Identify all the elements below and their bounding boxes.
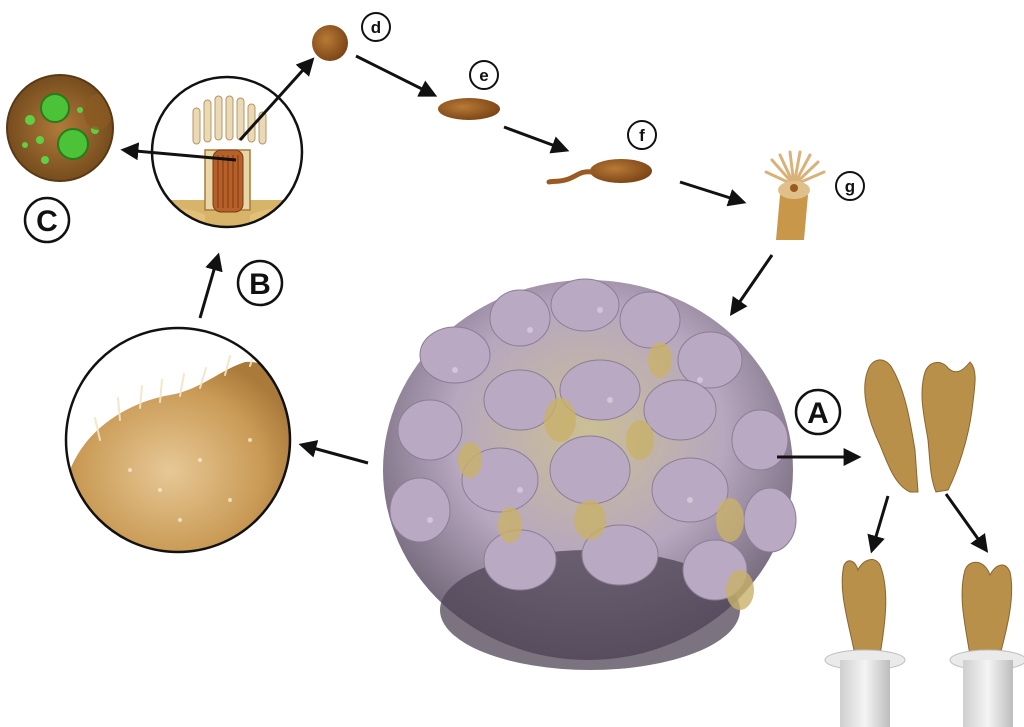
- svg-text:e: e: [479, 66, 488, 85]
- label-d: d: [362, 13, 390, 41]
- label-b: B: [238, 261, 282, 305]
- label-e: e: [470, 61, 498, 89]
- larva-stage-d: [312, 25, 348, 61]
- fragment-pair: [865, 360, 975, 492]
- label-a: A: [796, 390, 840, 434]
- zooxanthellae-cells: [7, 75, 113, 181]
- label-f: f: [628, 121, 656, 149]
- svg-text:B: B: [249, 268, 271, 301]
- larva-stage-f: [549, 159, 652, 183]
- label-g: g: [836, 172, 864, 200]
- larva-stage-e: [438, 98, 500, 120]
- svg-text:C: C: [36, 205, 58, 238]
- coral-colony: [383, 279, 796, 670]
- svg-text:f: f: [639, 126, 645, 145]
- polyp-stage-g: [766, 152, 824, 240]
- fragment-on-plug-left: [825, 560, 905, 727]
- label-c: C: [25, 198, 69, 242]
- svg-text:g: g: [845, 177, 855, 196]
- polyp-closeup: [66, 328, 292, 560]
- svg-text:d: d: [371, 18, 381, 37]
- fragment-on-plug-right: [950, 562, 1024, 727]
- svg-text:A: A: [807, 397, 829, 430]
